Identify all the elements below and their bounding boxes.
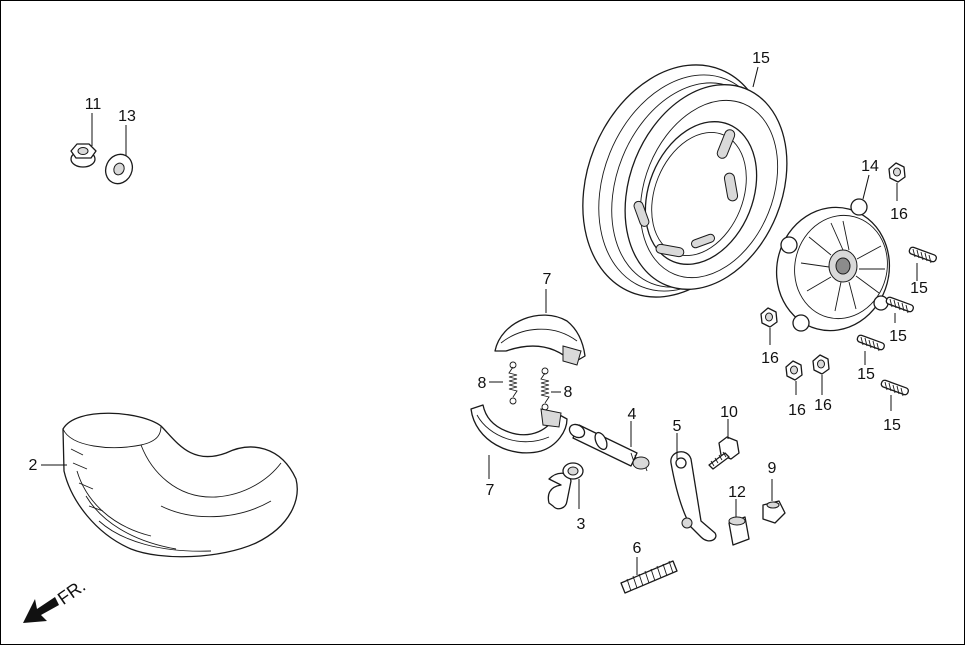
stud-15-b xyxy=(885,296,914,314)
callout-10: 10 xyxy=(720,404,738,421)
brake-arm-5 xyxy=(670,451,717,542)
callout-5: 5 xyxy=(673,418,682,435)
stud-15-a xyxy=(908,246,937,264)
brake-cam-4 xyxy=(568,423,650,472)
callout-7-bottom: 7 xyxy=(486,482,495,499)
stud-15-c xyxy=(856,334,885,352)
wheel-rim-15 xyxy=(582,64,788,298)
callout-7-top: 7 xyxy=(543,271,552,288)
hub-nut-16-top xyxy=(888,162,906,183)
brake-shoe-7-bottom xyxy=(470,404,568,454)
callout-12: 12 xyxy=(728,484,746,501)
cable-fitting-9 xyxy=(762,500,786,524)
return-spring-8-left xyxy=(508,361,518,405)
callout-11: 11 xyxy=(85,96,102,113)
callout-stud-15-a: 15 xyxy=(910,280,928,297)
hub-nut-16-bottom-b xyxy=(812,354,830,375)
collar-12 xyxy=(728,516,750,546)
callout-3: 3 xyxy=(577,516,586,533)
tire-2 xyxy=(62,412,298,558)
bolt-10 xyxy=(708,436,740,470)
callout-16-bottom-a: 16 xyxy=(788,402,806,419)
valve-stem-3 xyxy=(547,462,584,510)
flange-nut-11 xyxy=(70,143,97,168)
callout-6: 6 xyxy=(633,540,642,557)
callout-8-right: 8 xyxy=(564,384,573,401)
hub-nut-16-bottom-a xyxy=(785,360,803,381)
leader-14 xyxy=(862,174,870,200)
stud-15-d xyxy=(880,379,909,397)
callout-16-bottom-b: 16 xyxy=(814,397,832,414)
callout-rim-15: 15 xyxy=(752,50,770,67)
spring-6 xyxy=(620,560,678,594)
callout-2: 2 xyxy=(29,457,38,474)
washer-13 xyxy=(104,153,134,185)
callout-8-left: 8 xyxy=(478,375,487,392)
callout-14: 14 xyxy=(861,158,879,175)
callout-16-left: 16 xyxy=(761,350,779,367)
brake-hub-14 xyxy=(775,198,891,332)
leader-rim-15 xyxy=(752,66,759,88)
front-direction-label: FR. xyxy=(54,576,89,609)
return-spring-8-right xyxy=(540,367,550,411)
callout-stud-15-c: 15 xyxy=(857,366,875,383)
callout-stud-15-d: 15 xyxy=(883,417,901,434)
hub-nut-16-left xyxy=(760,307,778,328)
callout-13: 13 xyxy=(118,108,136,125)
callout-16-top: 16 xyxy=(890,206,908,223)
callout-9: 9 xyxy=(768,460,777,477)
callout-stud-15-b: 15 xyxy=(889,328,907,345)
callout-4: 4 xyxy=(628,406,637,423)
front-direction-arrow xyxy=(23,597,59,623)
brake-shoe-7-top xyxy=(494,314,586,366)
